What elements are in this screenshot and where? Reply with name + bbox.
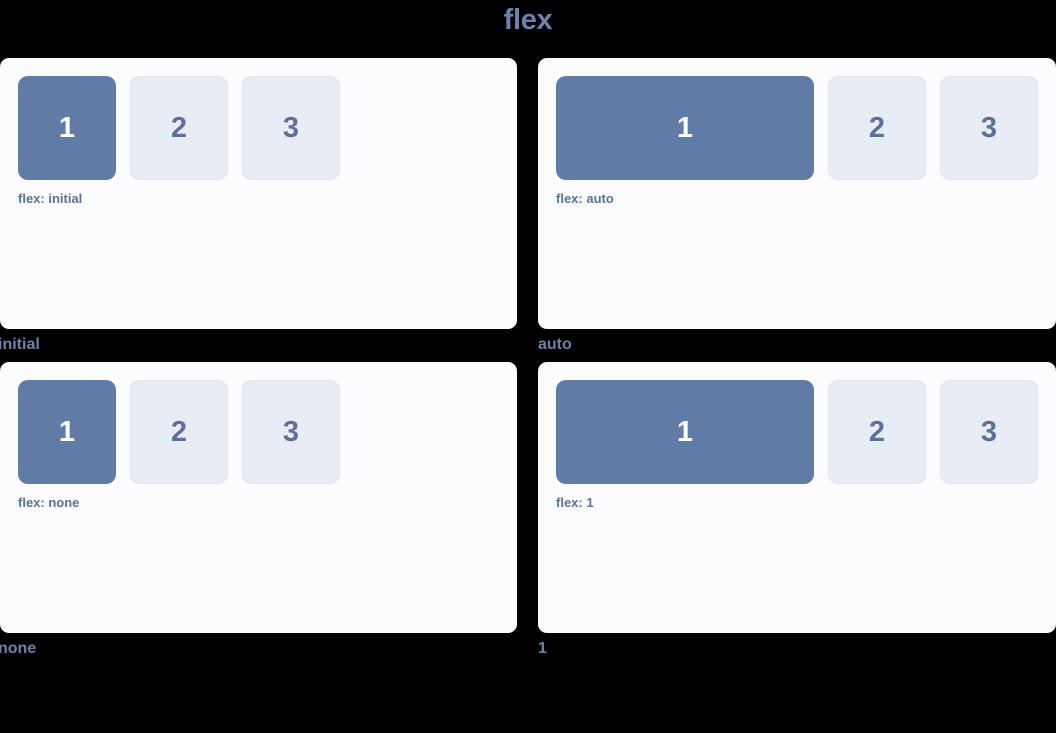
flex-container: 1 2 3 [18,380,499,484]
demo-panel: 1 2 3 flex: initial [0,58,517,329]
flex-container: 1 2 3 [18,76,499,180]
flex-container: 1 2 3 [556,380,1038,484]
demo-panel: 1 2 3 flex: none [0,362,517,633]
page-title: flex [503,4,553,36]
demo-cell-none: 1 2 3 flex: none none [0,362,517,657]
flex-item-2: 2 [828,380,926,484]
demo-caption: flex: 1 [556,495,594,510]
flex-item-1: 1 [556,380,814,484]
demo-panel: 1 2 3 flex: auto [538,58,1056,329]
flex-item-3: 3 [940,380,1038,484]
demo-cell-auto: 1 2 3 flex: auto auto [538,58,1056,353]
demo-cell-1: 1 2 3 flex: 1 1 [538,362,1056,657]
demo-label: none [0,640,37,657]
demo-caption: flex: none [18,495,80,510]
demo-label: initial [0,336,40,353]
demo-label: auto [538,336,572,353]
demo-caption: flex: auto [556,191,614,206]
flex-item-1: 1 [18,76,116,180]
flex-item-3: 3 [242,76,340,180]
flex-item-1: 1 [556,76,814,180]
flex-item-3: 3 [940,76,1038,180]
flex-item-2: 2 [130,76,228,180]
demo-cell-initial: 1 2 3 flex: initial initial [0,58,517,353]
flex-container: 1 2 3 [556,76,1038,180]
demo-grid: 1 2 3 flex: initial initial 1 2 3 flex: … [0,58,1056,657]
demo-panel: 1 2 3 flex: 1 [538,362,1056,633]
demo-caption: flex: initial [18,191,83,206]
flex-item-2: 2 [828,76,926,180]
demo-label: 1 [538,640,547,657]
flex-item-3: 3 [242,380,340,484]
flex-item-2: 2 [130,380,228,484]
flex-item-1: 1 [18,380,116,484]
